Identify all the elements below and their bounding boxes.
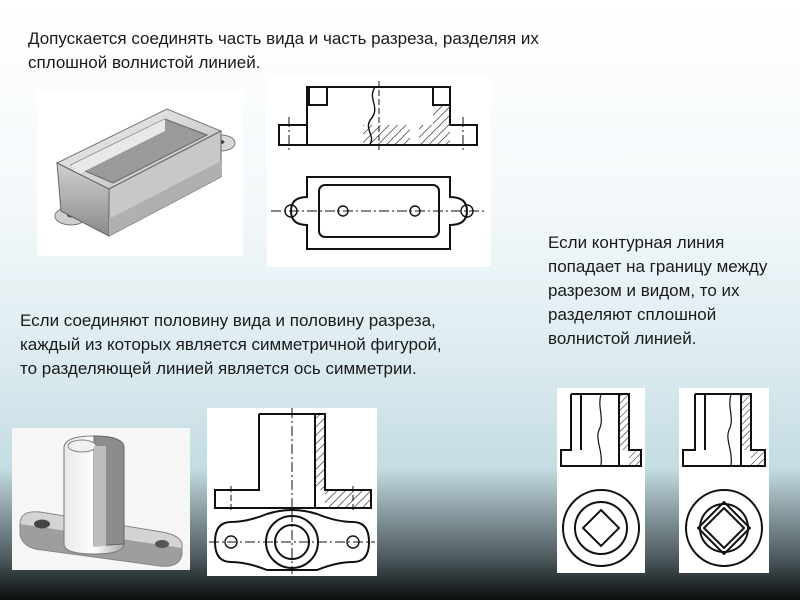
bushing-drawing-2-icon [682, 393, 766, 567]
boss-3d-image [12, 428, 190, 570]
box-view-section-drawing-icon [271, 81, 487, 250]
bushing-drawing-2-image [679, 388, 769, 573]
box-3d-image [37, 91, 243, 256]
text-right: Если контурная линия попадает на границу… [548, 233, 768, 348]
boss-drawing-image [207, 408, 377, 576]
bushing-drawing-1-icon [560, 393, 642, 567]
text-left: Если соединяют половину вида и половину … [20, 311, 442, 378]
box-drawing-image [267, 77, 491, 267]
boss-half-section-drawing-icon [209, 408, 375, 574]
boss-with-flange-3d-icon [19, 435, 183, 567]
box-with-lugs-3d-icon [54, 108, 236, 237]
bushing-drawing-1-image [557, 388, 645, 573]
text-top: Допускается соединять часть вида и часть… [28, 29, 539, 72]
